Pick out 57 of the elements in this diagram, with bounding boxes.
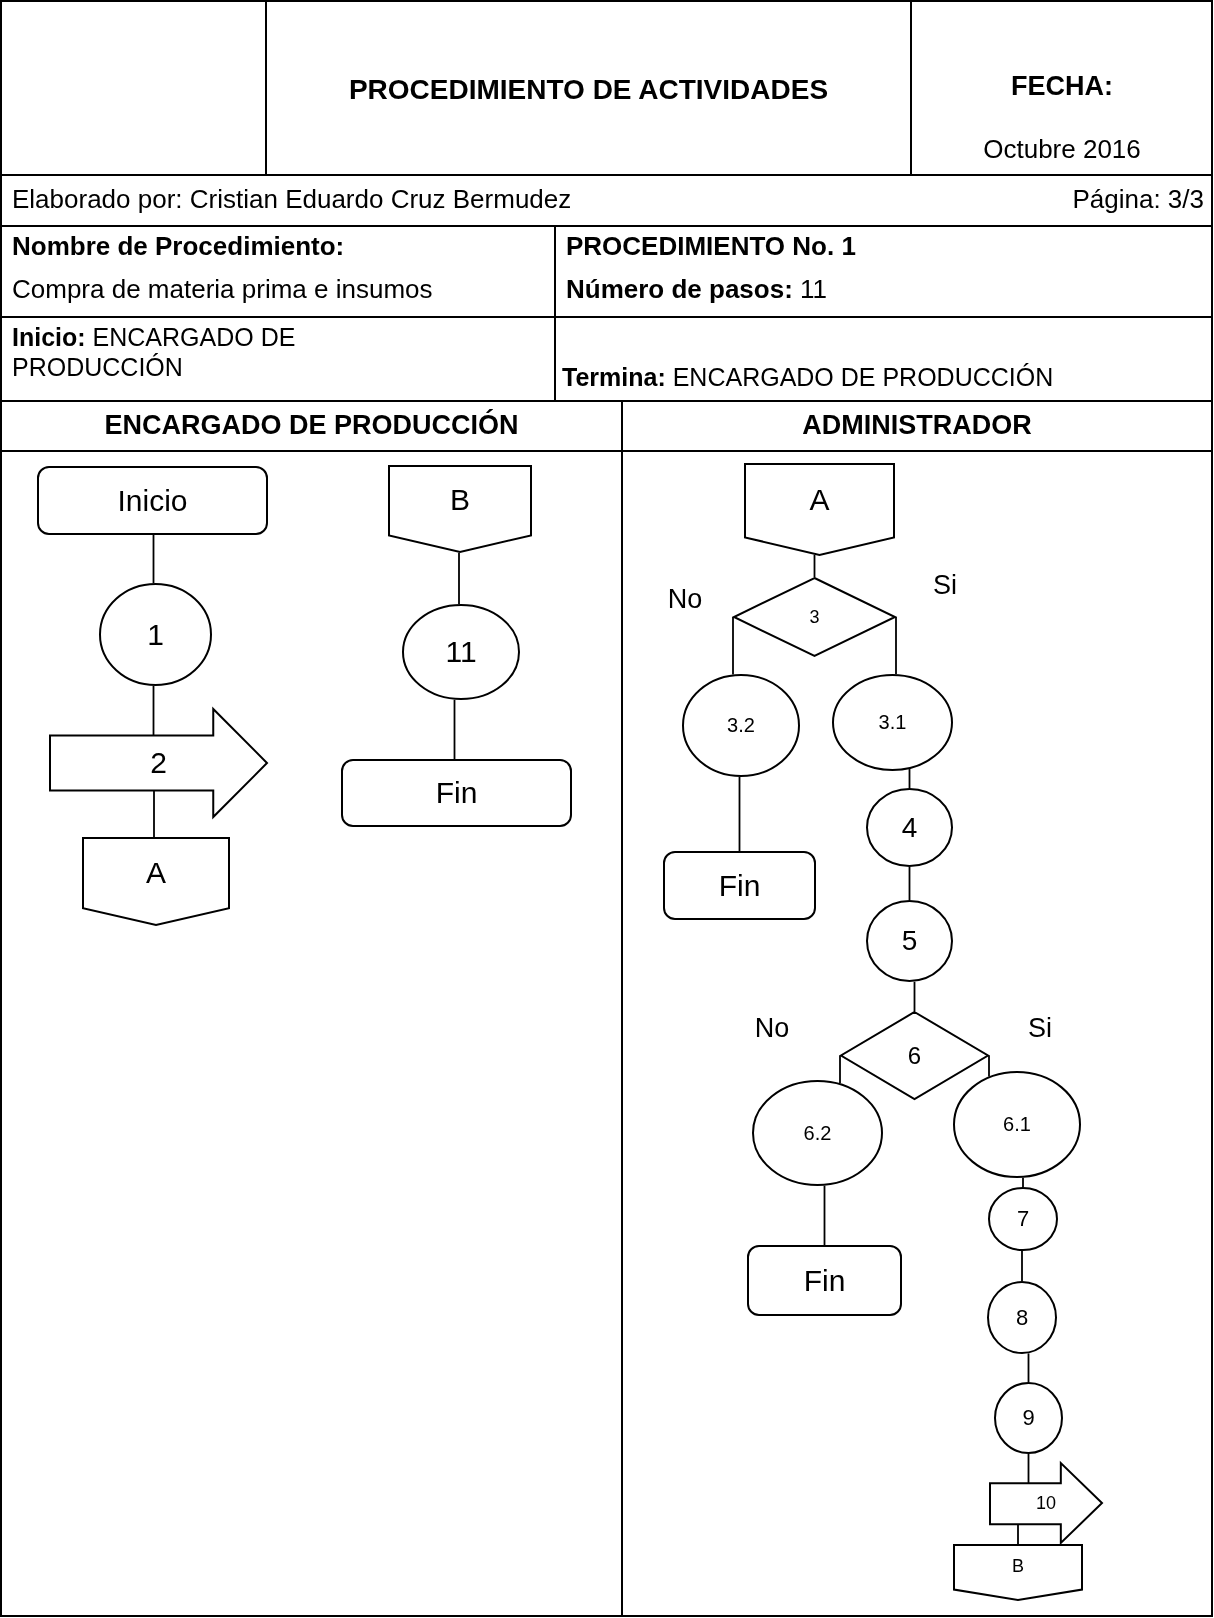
connector-line xyxy=(1021,1250,1023,1282)
page-connector: B xyxy=(388,465,532,553)
connector-line xyxy=(839,1054,841,1085)
connector-line xyxy=(1027,1453,1030,1485)
step-circle: 1 xyxy=(99,583,212,686)
transport-symbol: 10 xyxy=(989,1462,1103,1544)
connector-line xyxy=(913,980,916,1012)
swimlane xyxy=(0,401,623,1617)
step-circle: 7 xyxy=(988,1187,1058,1251)
form-text: Nombre de Procedimiento: xyxy=(12,231,345,263)
page-connector: A xyxy=(82,837,230,926)
form-text: PROCEDIMIENTO No. 1 xyxy=(566,231,856,263)
form-text: Compra de materia prima e insumos xyxy=(12,274,433,306)
connector-line xyxy=(152,685,155,737)
form-title: PROCEDIMIENTO DE ACTIVIDADES xyxy=(347,73,830,107)
step-circle: 5 xyxy=(866,900,953,982)
form-text: Octubre 2016 xyxy=(982,134,1142,166)
lane-header: ADMINISTRADOR xyxy=(623,401,1211,452)
lane-header: ENCARGADO DE PRODUCCIÓN xyxy=(2,401,621,452)
step-circle: 4 xyxy=(866,788,953,867)
page-connector: A xyxy=(744,463,895,556)
page-connector: B xyxy=(953,1544,1083,1601)
step-circle: 6.2 xyxy=(752,1080,883,1186)
decision-diamond: 6 xyxy=(840,1011,989,1100)
connector-line xyxy=(738,776,741,852)
step-circle: 3.2 xyxy=(682,674,800,777)
connector-line xyxy=(732,616,734,676)
terminal-box: Fin xyxy=(663,851,816,920)
connector-line xyxy=(988,1054,990,1078)
form-text: Número de pasos: 11 xyxy=(566,274,828,306)
connector-line xyxy=(152,534,155,584)
connector-line xyxy=(908,866,911,901)
connector-line xyxy=(1027,1352,1030,1383)
transport-symbol: 2 xyxy=(49,708,268,818)
form-text: Termina: ENCARGADO DE PRODUCCIÓN xyxy=(562,362,1054,392)
terminal-box: Fin xyxy=(341,759,572,827)
decision-diamond: 3 xyxy=(733,577,896,657)
step-circle: 8 xyxy=(987,1281,1057,1354)
connector-line xyxy=(458,551,460,605)
step-circle: 6.1 xyxy=(953,1071,1081,1178)
connector-line xyxy=(895,616,897,675)
connector-line xyxy=(908,768,911,789)
connector-line xyxy=(813,553,816,578)
connector-line xyxy=(453,698,456,760)
connector-line xyxy=(153,789,155,838)
terminal-box: Inicio xyxy=(37,466,268,535)
form-text: FECHA: xyxy=(1010,70,1114,103)
terminal-box: Fin xyxy=(747,1245,902,1316)
step-circle: 11 xyxy=(402,604,520,700)
form-text: Inicio: ENCARGADO DE PRODUCCIÓN xyxy=(12,322,297,382)
connector-line xyxy=(1017,1523,1019,1545)
step-circle: 9 xyxy=(994,1382,1063,1454)
step-circle: 3.1 xyxy=(832,674,953,771)
form-text: Elaborado por: Cristian Eduardo Cruz Bermudez xyxy=(12,184,572,216)
form-text: Página: 3/3 xyxy=(1071,184,1204,216)
connector-line xyxy=(823,1184,826,1246)
connector-line xyxy=(1022,1176,1024,1188)
